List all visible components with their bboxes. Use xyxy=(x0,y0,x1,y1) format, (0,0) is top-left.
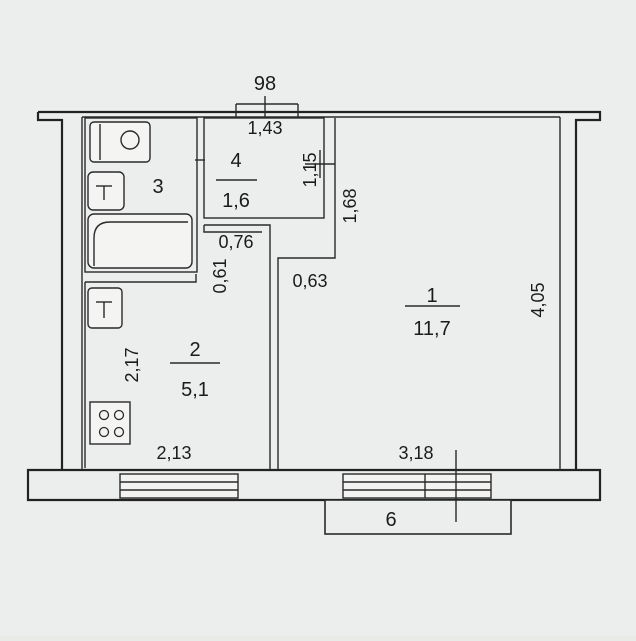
house-number-label: 98 xyxy=(254,73,276,95)
room-3-number: 3 xyxy=(152,176,163,198)
dimension-label-3-18: 3,18 xyxy=(398,443,433,463)
room-4-area: 1,6 xyxy=(222,190,250,212)
room-3-bathroom xyxy=(84,117,198,273)
dimension-label-0-76: 0,76 xyxy=(218,232,253,252)
room-1-number: 1 xyxy=(426,285,437,307)
dimension-label-4-05: 4,05 xyxy=(528,282,548,317)
room-4 xyxy=(195,117,335,219)
dimension-label-2-13: 2,13 xyxy=(156,443,191,463)
dimension-label-0-63: 0,63 xyxy=(292,271,327,291)
window-right xyxy=(342,473,492,499)
dimension-label-1-15: 1,15 xyxy=(300,152,320,187)
room-2-area: 5,1 xyxy=(181,379,209,401)
interior-walls xyxy=(84,118,336,470)
dimension-label-2-17: 2,17 xyxy=(122,347,142,382)
room-4-number: 4 xyxy=(230,150,241,172)
entrance-marker xyxy=(235,96,299,117)
window-left xyxy=(119,473,239,499)
room-2-number: 2 xyxy=(189,339,200,361)
balcony-number: 6 xyxy=(385,509,396,531)
balcony xyxy=(324,499,512,535)
dimension-label-0-61: 0,61 xyxy=(210,258,230,293)
dimension-label-1-68: 1,68 xyxy=(340,188,360,223)
dimension-label-1-43: 1,43 xyxy=(247,118,282,138)
room-1-area: 11,7 xyxy=(413,318,450,340)
room-2-kitchen xyxy=(87,287,131,445)
